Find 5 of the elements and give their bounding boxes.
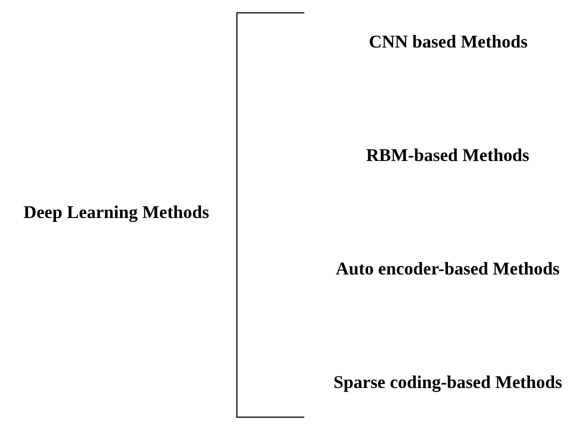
label: Auto encoder-based Methods [336, 258, 560, 278]
label: CNN based Methods [368, 31, 528, 52]
label: Deep Learning Methods [23, 202, 210, 222]
label: RBM-based Methods [366, 144, 530, 165]
label: Sparse coding-based Methods [334, 372, 562, 392]
